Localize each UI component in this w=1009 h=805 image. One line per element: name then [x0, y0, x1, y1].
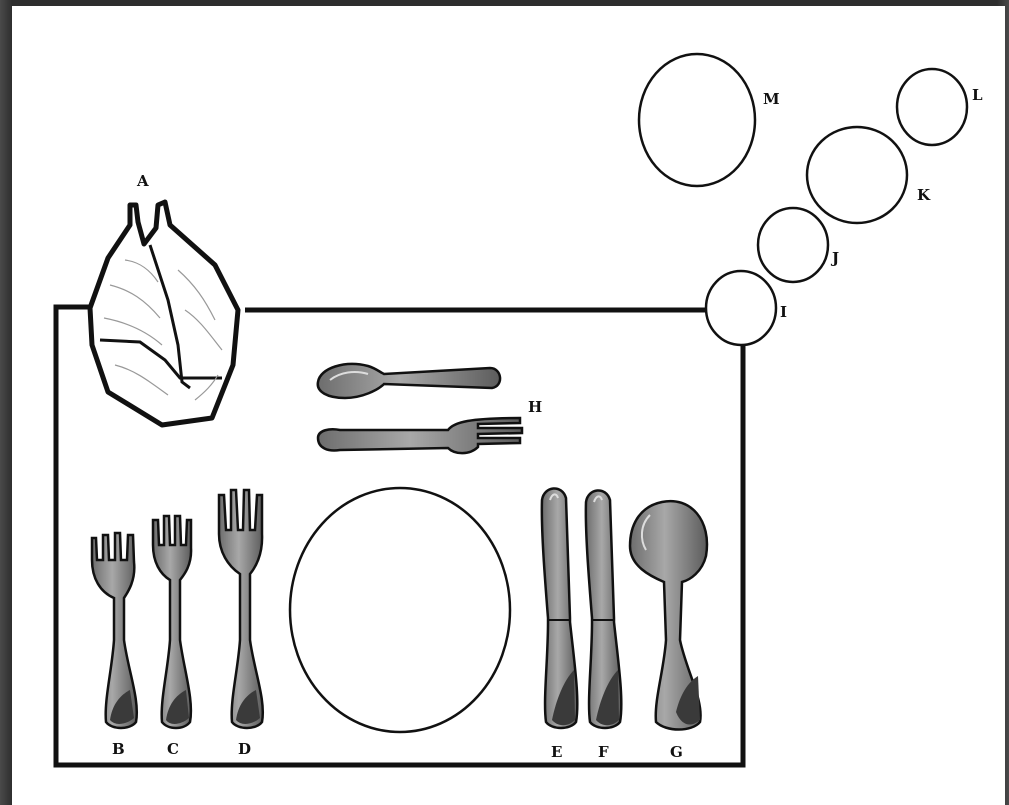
dessert-utensils-label: H: [528, 398, 542, 416]
soup-spoon-icon: G: [630, 501, 707, 761]
glass-l-label: L: [972, 86, 983, 104]
salad-fork-icon: B: [92, 533, 137, 758]
dessert-utensils-icon: H: [318, 364, 542, 453]
glasses-group: M L K J I: [639, 54, 983, 345]
dinner-knife-label: E: [551, 743, 562, 761]
dinner-plate-icon: [290, 488, 510, 732]
glass-k-icon: [807, 127, 907, 223]
glass-m-icon: [639, 54, 755, 186]
fish-knife-label: F: [598, 743, 609, 761]
napkin-icon: A: [90, 172, 238, 425]
soup-spoon-label: G: [670, 743, 683, 761]
glass-l-icon: [897, 69, 967, 145]
dinner-fork-label: D: [238, 740, 251, 758]
napkin-label: A: [136, 172, 149, 190]
fish-fork-icon: C: [153, 516, 191, 758]
glass-i-label: I: [780, 303, 787, 321]
glass-k-label: K: [917, 186, 931, 204]
dinner-fork-icon: D: [219, 490, 263, 758]
fish-fork-label: C: [167, 740, 179, 758]
glass-j-icon: [758, 208, 828, 282]
glass-m-label: M: [763, 90, 780, 108]
fish-knife-icon: F: [586, 490, 621, 761]
glass-j-label: J: [830, 249, 839, 267]
dinner-knife-icon: E: [542, 488, 577, 761]
salad-fork-label: B: [112, 740, 125, 758]
glass-i-icon: [706, 271, 776, 345]
